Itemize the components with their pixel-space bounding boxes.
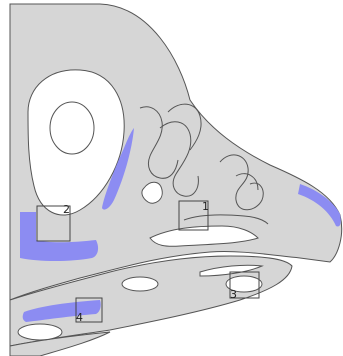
roi-label-3: 3 (230, 288, 237, 301)
lower-cavity-left (18, 324, 62, 340)
roi-label-2: 2 (63, 203, 70, 216)
roi-label-4: 4 (76, 311, 83, 324)
orbit-inner-ring (50, 102, 94, 154)
lower-cavity-mid (122, 277, 158, 291)
roi-label-1: 1 (202, 200, 209, 213)
